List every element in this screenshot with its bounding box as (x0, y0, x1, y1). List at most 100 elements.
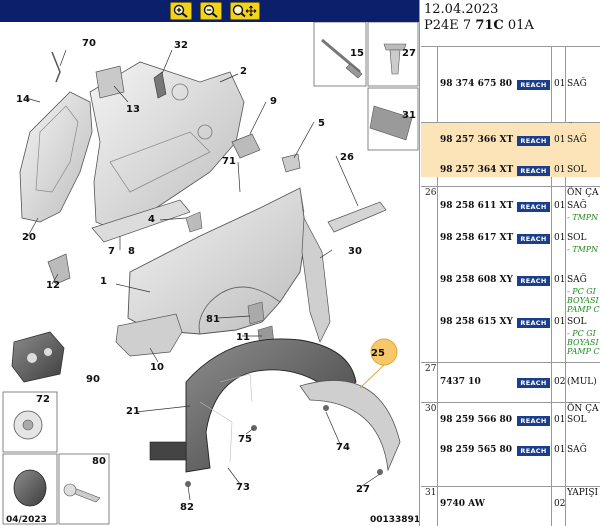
callout-20[interactable]: 20 (22, 232, 36, 243)
part-number[interactable]: 9740 AW (440, 499, 485, 509)
callout-4[interactable]: 4 (148, 214, 155, 225)
part-number[interactable]: 98 258 608 XY (440, 275, 513, 285)
quantity: 01 (554, 445, 566, 455)
part-number[interactable]: 98 258 615 XY (440, 317, 513, 327)
part-note: BOYASI (567, 296, 599, 305)
callout-72[interactable]: 72 (36, 394, 50, 405)
callout-31[interactable]: 31 (402, 110, 416, 121)
zoom-pan-button[interactable] (230, 2, 260, 20)
side: SAĞ (567, 201, 587, 211)
group-title: ÖN ÇA (567, 404, 599, 414)
catalog-code: P24E 7 71C 01A (424, 18, 534, 33)
callout-1[interactable]: 1 (100, 276, 107, 287)
group-title: YAPIŞI (567, 488, 599, 498)
callout-27[interactable]: 27 (356, 484, 370, 495)
callout-8[interactable]: 8 (128, 246, 135, 257)
callout-15[interactable]: 15 (350, 48, 364, 59)
callout-82[interactable]: 82 (180, 502, 194, 513)
callout-5[interactable]: 5 (318, 118, 325, 129)
quantity: 01 (554, 317, 566, 327)
callout-70[interactable]: 70 (82, 38, 96, 49)
part-number[interactable]: 98 259 566 80 (440, 415, 513, 425)
callout-74[interactable]: 74 (336, 442, 350, 453)
reach-badge: REACH (517, 318, 550, 328)
part-number[interactable]: 98 258 617 XT (440, 233, 514, 243)
zoom-in-button[interactable] (170, 2, 192, 20)
callout-12[interactable]: 12 (46, 280, 60, 291)
side: SAĞ (567, 79, 587, 89)
reach-badge: REACH (517, 446, 550, 456)
callout-14[interactable]: 14 (16, 94, 30, 105)
callout-26[interactable]: 26 (340, 152, 354, 163)
callout-10[interactable]: 10 (150, 362, 164, 373)
callout-27[interactable]: 27 (402, 48, 416, 59)
zoom-out-button[interactable] (200, 2, 222, 20)
parts-list-pane: 12.04.2023 P24E 7 71C 01A 98 374 675 80 R… (421, 0, 600, 526)
part-number[interactable]: 98 374 675 80 (440, 79, 513, 89)
diagram-toolbar (0, 0, 419, 22)
part-number[interactable]: 7437 10 (440, 377, 481, 387)
footer-ref: 00133891 (370, 515, 420, 525)
callout-9[interactable]: 9 (270, 96, 277, 107)
part-number[interactable]: 98 257 364 XT (440, 165, 514, 175)
callout-80[interactable]: 80 (92, 456, 106, 467)
part-number[interactable]: 98 258 611 XT (440, 201, 514, 211)
quantity: 01 (554, 275, 566, 285)
group-number: 27 (425, 364, 437, 374)
callout-32[interactable]: 32 (174, 40, 188, 51)
callout-30[interactable]: 30 (348, 246, 362, 257)
quantity: 02 (554, 499, 566, 509)
quantity: 01 (554, 233, 566, 243)
part-note: - PC GI (567, 329, 596, 338)
callout-7[interactable]: 7 (108, 246, 115, 257)
part-number[interactable]: 98 259 565 80 (440, 445, 513, 455)
callout-21[interactable]: 21 (126, 406, 140, 417)
callout-81[interactable]: 81 (206, 314, 220, 325)
reach-badge: REACH (517, 416, 550, 426)
reach-badge: REACH (517, 276, 550, 286)
callout-2[interactable]: 2 (240, 66, 247, 77)
callout-25[interactable]: 25 (371, 348, 385, 359)
group-title: ÖN ÇA (567, 188, 599, 198)
catalog-date: 12.04.2023 (424, 2, 499, 17)
part-number[interactable]: 98 257 366 XT (440, 135, 514, 145)
quantity: 01 (554, 201, 566, 211)
side: SOL (567, 415, 587, 425)
reach-badge: REACH (517, 80, 550, 90)
callout-73[interactable]: 73 (236, 482, 250, 493)
callout-13[interactable]: 13 (126, 104, 140, 115)
part-row[interactable]: 9740 AW 02 (421, 497, 600, 513)
part-note: - PC GI (567, 287, 596, 296)
part-note: PAMP C (567, 305, 600, 314)
part-note: PAMP C (567, 347, 600, 356)
side: SAĞ (567, 445, 587, 455)
callout-75[interactable]: 75 (238, 434, 252, 445)
callout-71[interactable]: 71 (222, 156, 236, 167)
reach-badge: REACH (517, 202, 550, 212)
group-number: 31 (425, 488, 437, 498)
side: SOL (567, 165, 587, 175)
reach-badge: REACH (517, 234, 550, 244)
callout-90[interactable]: 90 (86, 374, 100, 385)
callout-11[interactable]: 11 (236, 332, 250, 343)
quantity: 01 (554, 135, 566, 145)
reach-badge: REACH (517, 136, 550, 146)
part-group: 31 YAPIŞI 9740 AW 02 (421, 486, 600, 526)
